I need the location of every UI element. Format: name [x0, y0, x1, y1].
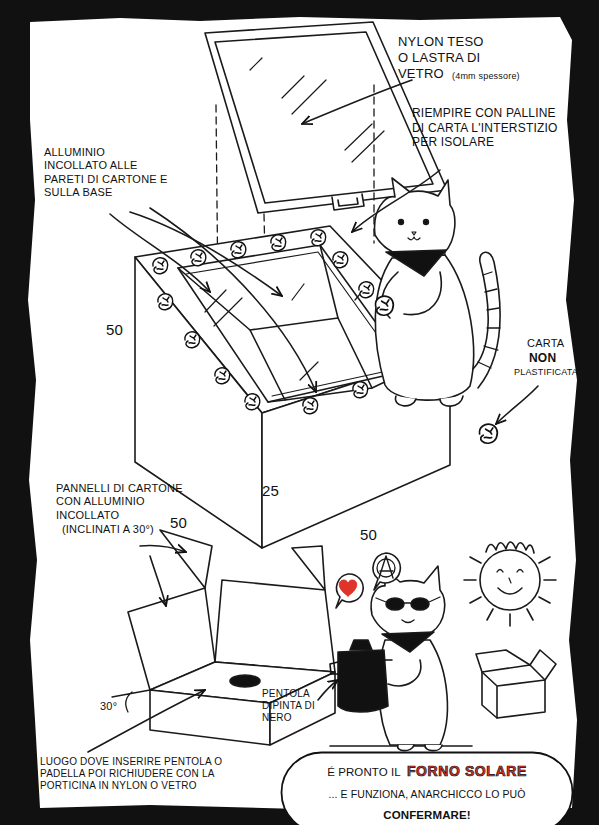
speech-bubble [336, 574, 363, 608]
cat-smile [402, 620, 414, 623]
aluminium-reflection [205, 284, 365, 380]
leader-arrow [130, 212, 282, 296]
paper-ball [271, 235, 286, 251]
callout-note: (4mm spessore) [452, 71, 520, 82]
dimension: 50 [170, 514, 187, 532]
leader-arrow [496, 386, 538, 424]
sunglasses-bridge [376, 597, 440, 603]
sun [480, 550, 540, 610]
leader-arrow [140, 545, 186, 552]
title-emphasis: FORNO SOLARE [407, 762, 527, 781]
reflector-panel [292, 546, 325, 590]
cat-eye [424, 220, 429, 225]
paper-ball [333, 252, 348, 268]
sunglasses [386, 598, 404, 610]
cat-body [375, 255, 473, 400]
leader-arrow [88, 690, 205, 752]
paper-ball [158, 294, 173, 310]
glass-reflection [250, 58, 384, 162]
paper-ball [231, 242, 246, 258]
angle-label: 30° [100, 700, 117, 713]
callout-text: CARTA [527, 337, 564, 350]
paper-ball [153, 258, 168, 274]
text-line: ... E FUNZIONA, ANARCHICCO LO PUÒ CONFERM… [296, 782, 558, 825]
tail-stripe [478, 272, 500, 368]
paper-background [28, 17, 577, 809]
sun-eye [497, 570, 523, 573]
cat-arm [388, 660, 421, 686]
cat-tail [470, 252, 500, 388]
paper-ball [311, 230, 326, 246]
cat-head [375, 178, 455, 258]
leader-arrow [318, 680, 338, 700]
black-pot [338, 650, 388, 712]
dimension: 50 [360, 526, 377, 544]
band-text: É PRONTO IL [327, 765, 401, 781]
band-outline-shape [282, 753, 573, 825]
sun-smile [498, 588, 522, 594]
sunglasses [411, 598, 429, 610]
callout-text: PLASTIFICATA [514, 367, 574, 378]
inner-box-floor [250, 318, 372, 400]
callout-text: ALLUMINIO INCOLLATO ALLE PARETI DI CARTO… [44, 146, 168, 200]
speech-bubble [373, 553, 400, 590]
heart-symbol [339, 580, 357, 596]
reflector-panel [160, 530, 212, 588]
paper-ball [215, 368, 230, 384]
anarchy-symbol [379, 556, 393, 578]
cat-mouth [408, 232, 420, 240]
cat-bandana [386, 250, 446, 276]
pot-lid-knob [350, 640, 372, 650]
dimension: 50 [106, 321, 123, 339]
callout-emphasis: NON [529, 351, 556, 366]
sun-ray [464, 557, 556, 626]
speech-band: É PRONTO ILFORNO SOLARE... E FUNZIONA, A… [280, 751, 574, 825]
pot-handle [330, 660, 392, 674]
callout-text: PANNELLI DI CARTONE CON ALLUMINIO INCOLL… [56, 482, 186, 522]
reflector-panel [215, 580, 335, 672]
band-text: ... E FUNZIONA, ANARCHICCO LO PUÒ [329, 787, 526, 801]
paper-ball [353, 382, 368, 398]
lid-handle [332, 194, 364, 210]
small-pot [230, 675, 260, 687]
paper-ball [479, 424, 497, 443]
callout-text: LUOGO DOVE INSERIRE PENTOLA O PADELLA PO… [40, 756, 268, 793]
cat-foot [395, 396, 463, 406]
cat-foot [398, 745, 442, 751]
band-text: CONFERMARE! [383, 808, 470, 824]
small-box-front [150, 690, 270, 745]
paper-ball [375, 296, 393, 315]
cat-eye [399, 220, 404, 225]
text-line: É PRONTO IL FORNO SOLARE [296, 760, 558, 782]
paper-ball [191, 250, 206, 266]
dimension: 25 [262, 482, 279, 500]
sun-hair [486, 542, 534, 553]
leader-arrow [352, 170, 440, 232]
paper-ball [245, 394, 260, 410]
open-box-flap [476, 650, 556, 718]
paper-ball [359, 282, 374, 298]
paper-ball [185, 332, 200, 348]
callout-text: RIEMPIRE CON PALLINE DI CARTA L'INTERSTI… [412, 106, 562, 150]
leader-arrow [150, 208, 316, 392]
callout-text: PENTOLA DIPINTA DI NERO [262, 688, 334, 725]
sun-nose [509, 578, 511, 583]
paper-ball [303, 398, 318, 414]
angle-mark [112, 690, 150, 712]
cat-body [379, 640, 448, 745]
leader-arrow [302, 80, 412, 124]
callout-note: (INCLINATI A 30°) [62, 523, 154, 536]
cat-bandana [382, 632, 434, 652]
leader-arrow [110, 214, 210, 292]
open-box [482, 665, 545, 718]
leader-arrow [150, 556, 166, 606]
